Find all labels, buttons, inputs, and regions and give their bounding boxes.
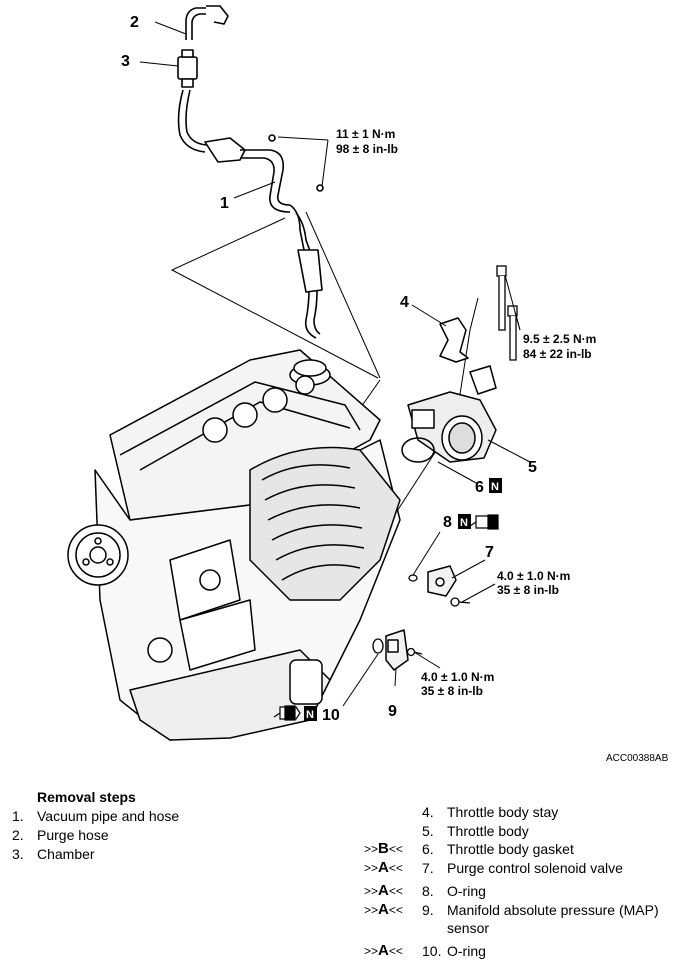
callout-10: 10 [322, 707, 340, 724]
list-item: >>A<< 9. Manifold absolute pressure (MAP… [364, 901, 684, 920]
leader-line [412, 531, 441, 576]
torque-inlb: 35 ± 8 in-lb [421, 684, 483, 698]
step-text: Vacuum pipe and hose [37, 808, 180, 824]
removal-steps-right: 4. Throttle body stay 5. Throttle body >… [364, 803, 684, 960]
step-text: Manifold absolute pressure (MAP) [447, 901, 659, 918]
list-item: >>A<< 10. O-ring [364, 942, 684, 961]
vacuum-pipe-and-hose [177, 5, 324, 339]
apply-oil-icon [273, 705, 301, 721]
callout-3: 3 [121, 53, 130, 70]
step-text: O-ring [447, 883, 486, 899]
torque-nm: 4.0 ± 1.0 N·m [497, 569, 570, 583]
torque-nm: 11 ± 1 N·m [336, 127, 395, 141]
list-item: >>A<< 8. O-ring [364, 882, 684, 901]
step-number: 10. [422, 942, 442, 959]
callout-7: 7 [485, 544, 494, 561]
step-number: 2. [12, 827, 24, 843]
figure-code: ACC00388AB [606, 753, 669, 764]
torque-inlb: 35 ± 8 in-lb [497, 583, 559, 597]
callout-4: 4 [400, 294, 409, 311]
callout-5: 5 [528, 459, 537, 476]
torque-spec-2: 9.5 ± 2.5 N·m 84 ± 22 in-lb [523, 332, 596, 361]
procedure-mark [364, 822, 422, 841]
callout-2: 2 [130, 14, 139, 31]
step-text: O-ring [447, 942, 486, 959]
procedure-mark [364, 919, 422, 938]
torque-nm: 4.0 ± 1.0 N·m [421, 670, 494, 684]
step-text: Chamber [37, 846, 95, 862]
procedure-mark [364, 803, 422, 822]
o-ring-8 [408, 574, 418, 582]
alignment-guide-lines [170, 211, 479, 523]
throttle-body [407, 391, 497, 463]
o-ring-10 [372, 638, 384, 654]
new-part-n-icon: N [458, 514, 471, 529]
torque-inlb: 84 ± 22 in-lb [523, 347, 592, 361]
solenoid-valve-bolt [450, 597, 471, 607]
list-item: >>B<< 6. Throttle body gasket [364, 840, 684, 859]
throttle-body-gasket [401, 437, 435, 463]
removal-steps-title: Removal steps [37, 789, 136, 805]
procedure-mark: >>A<< [364, 882, 403, 899]
purge-control-solenoid-valve [427, 565, 457, 597]
torque-spec-3: 4.0 ± 1.0 N·m 35 ± 8 in-lb [497, 569, 570, 597]
step-number: 1. [12, 808, 24, 824]
new-part-n-icon: N [304, 706, 317, 721]
step-text: Purge control solenoid valve [447, 859, 623, 876]
step-number: 8. [422, 883, 434, 899]
throttle-body-bolts [496, 265, 518, 361]
throttle-body-bracket [469, 365, 497, 395]
step-text: Throttle body [447, 822, 529, 839]
step-number: 6. [422, 841, 434, 857]
callout-6: 6 [475, 479, 484, 496]
list-item: 1. Vacuum pipe and hose [12, 807, 332, 826]
procedure-mark: >>B<< [364, 840, 403, 857]
callout-1: 1 [220, 195, 229, 212]
step-text: Purge hose [37, 827, 109, 843]
step-text: Throttle body stay [447, 804, 559, 820]
list-item: 5. Throttle body [364, 822, 684, 841]
throttle-body-stay [439, 317, 469, 363]
list-item: 4. Throttle body stay [364, 803, 684, 822]
callout-leader-lines [139, 21, 531, 707]
step-number: 9. [422, 901, 434, 918]
list-item: 2. Purge hose [12, 826, 332, 845]
callout-8: 8 [443, 514, 452, 531]
step-text: sensor [447, 920, 490, 936]
step-number: 7. [422, 859, 434, 876]
removal-steps-left: Removal steps 1. Vacuum pipe and hose 2.… [12, 788, 332, 864]
step-number: 4. [422, 804, 434, 820]
engine-exploded-diagram: 1 2 3 4 5 6 7 8 9 10 N N N 11 ± 1 N·m 98… [67, 5, 669, 764]
n-mark-6: N [491, 481, 499, 493]
crankshaft-pulley [67, 524, 129, 586]
torque-spec-1: 11 ± 1 N·m 98 ± 8 in-lb [336, 127, 398, 156]
callout-numbers: 1 2 3 4 5 6 7 8 9 10 [121, 14, 537, 724]
list-item: 3. Chamber [12, 845, 332, 864]
step-text: Throttle body gasket [447, 841, 574, 857]
procedure-mark: >>A<< [364, 858, 403, 876]
n-mark-10: N [306, 709, 314, 721]
step-number: 3. [12, 846, 24, 862]
n-mark-8: N [460, 517, 468, 529]
apply-oil-icon [469, 514, 499, 530]
new-part-n-icon: N [489, 478, 502, 493]
torque-nm: 9.5 ± 2.5 N·m [523, 332, 596, 346]
list-item: >>A<< 7. Purge control solenoid valve [364, 859, 684, 878]
map-sensor [385, 629, 409, 671]
step-number [422, 919, 447, 938]
callout-9: 9 [388, 703, 397, 720]
step-number: 5. [422, 822, 434, 839]
torque-spec-4: 4.0 ± 1.0 N·m 35 ± 8 in-lb [421, 670, 494, 698]
list-item: sensor [364, 919, 684, 938]
procedure-mark: >>A<< [364, 941, 403, 959]
torque-inlb: 98 ± 8 in-lb [336, 142, 398, 156]
procedure-mark: >>A<< [364, 900, 403, 918]
engine-block [94, 349, 401, 741]
